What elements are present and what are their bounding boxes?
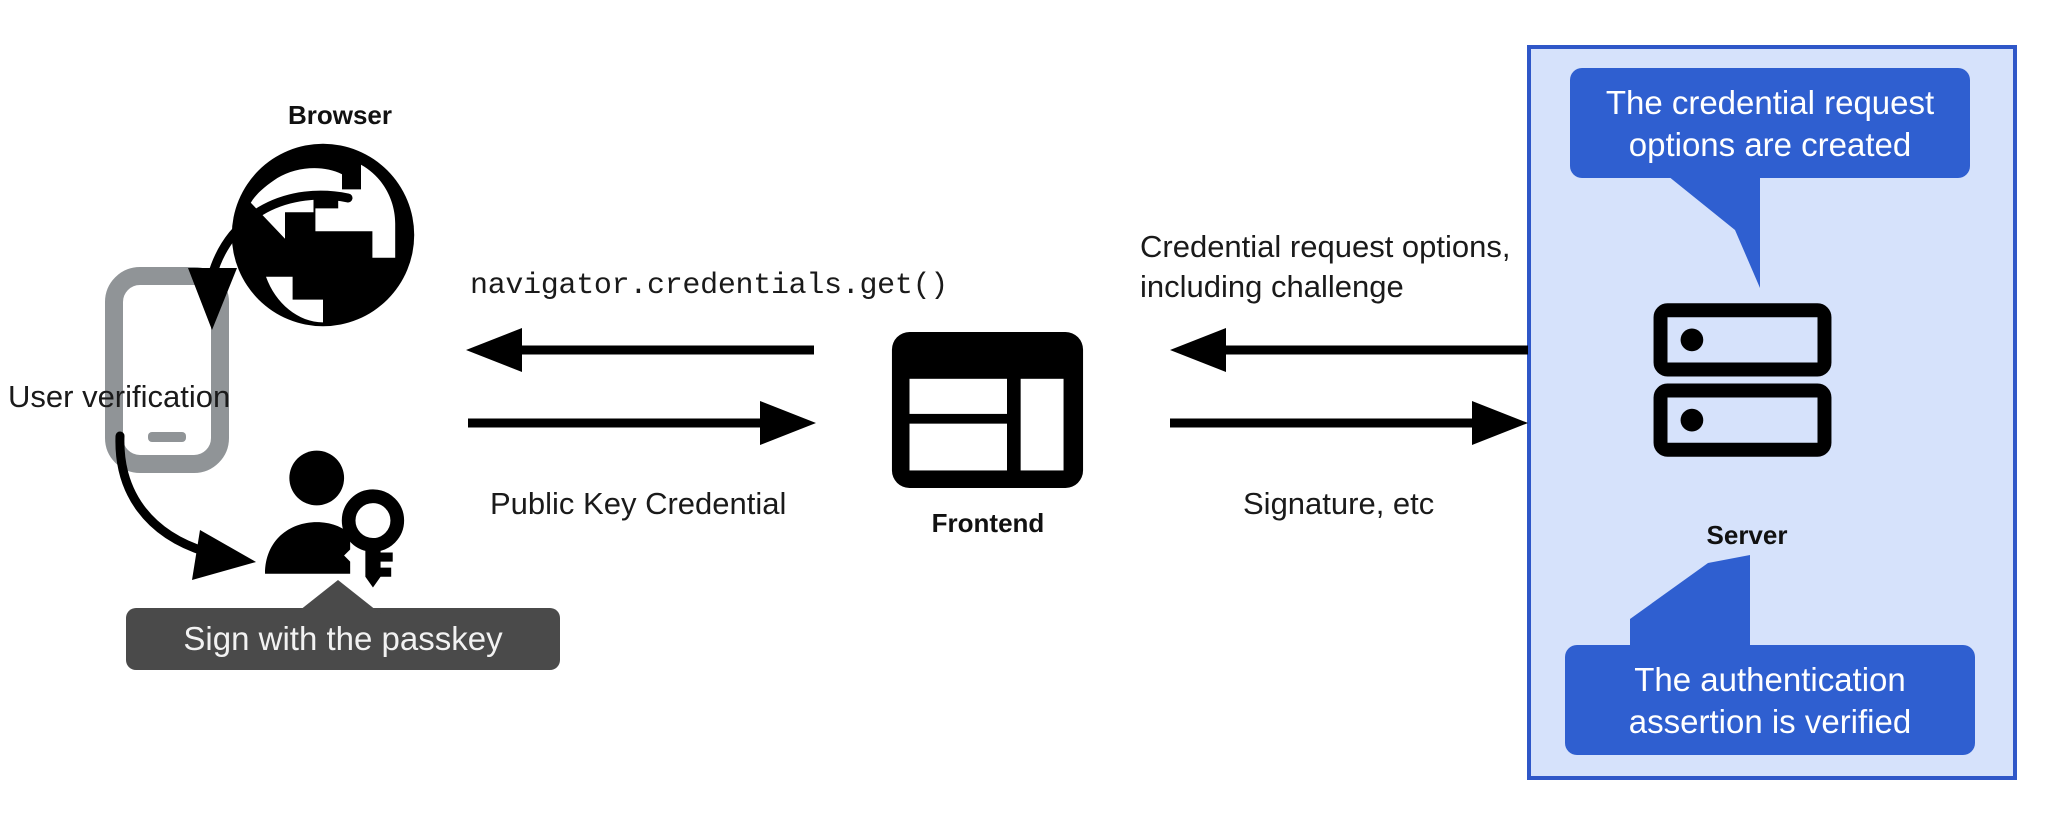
globe-icon bbox=[228, 140, 418, 330]
arrow-frontend-to-browser bbox=[466, 328, 816, 372]
callout-authentication-assertion: The authentication assertion is verified bbox=[1565, 645, 1975, 755]
public-key-credential-label: Public Key Credential bbox=[490, 486, 787, 521]
signature-etc-label: Signature, etc bbox=[1243, 486, 1435, 521]
frontend-window-icon bbox=[890, 330, 1085, 490]
credential-request-options-line2: including challenge bbox=[1140, 269, 1404, 304]
user-verification-arrow bbox=[100, 190, 360, 370]
navigator-call-label: navigator.credentials.get() bbox=[470, 269, 948, 303]
arrow-frontend-to-server bbox=[1170, 401, 1528, 445]
credential-request-options-line1: Credential request options, bbox=[1140, 229, 1511, 264]
browser-caption: Browser bbox=[287, 100, 393, 130]
top-callout-tail bbox=[1640, 170, 1840, 290]
callout-credential-request-options: The credential request options are creat… bbox=[1570, 68, 1970, 178]
callout-top-line2: options are created bbox=[1628, 125, 1912, 163]
mobile-phone-icon bbox=[105, 267, 229, 473]
person-with-key-icon bbox=[262, 440, 414, 592]
passkey-tooltip: Sign with the passkey bbox=[126, 608, 560, 670]
frontend-caption: Frontend bbox=[931, 508, 1045, 538]
user-verification-label: User verification bbox=[8, 379, 231, 414]
callout-bottom-line2: assertion is verified bbox=[1628, 702, 1912, 740]
callout-bottom-line1: The authentication bbox=[1634, 661, 1906, 698]
passkey-tooltip-pointer bbox=[290, 580, 420, 620]
arrow-server-to-frontend bbox=[1170, 328, 1528, 372]
callout-top-line1: The credential request bbox=[1605, 84, 1935, 121]
bottom-callout-tail bbox=[1620, 555, 1820, 675]
sign-passkey-arrow bbox=[110, 430, 350, 590]
server-rack-icon bbox=[1653, 303, 1832, 457]
arrow-browser-to-frontend bbox=[466, 401, 816, 445]
server-caption: Server bbox=[1706, 520, 1788, 550]
